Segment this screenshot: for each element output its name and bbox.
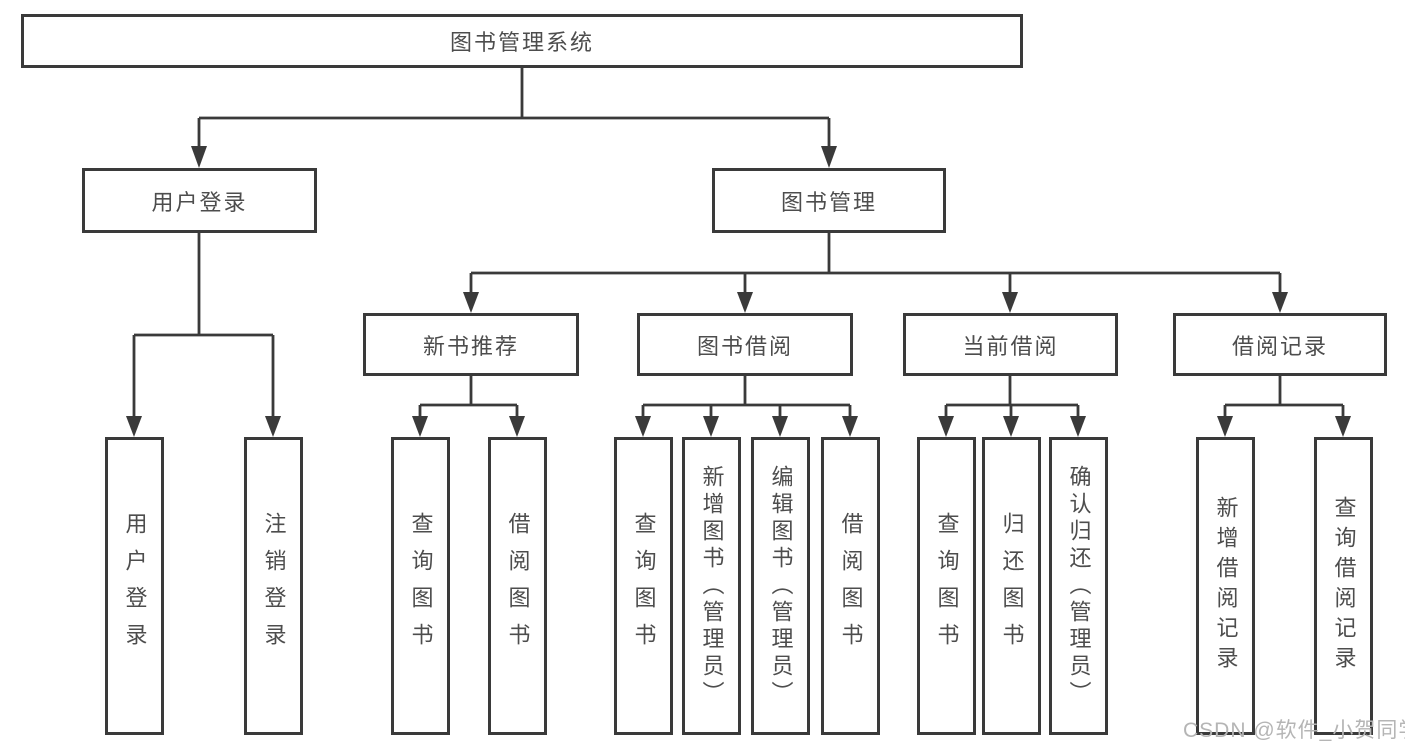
arrowhead <box>1335 416 1351 437</box>
leaf-label: 借阅图书 <box>505 512 531 660</box>
leaf-label: 查询借阅记录 <box>1331 496 1357 676</box>
arrowhead <box>842 416 858 437</box>
connector-root-to-level2 <box>197 68 831 150</box>
arrowhead <box>412 416 428 437</box>
arrowhead <box>463 292 479 313</box>
connector-book-mgmt-children <box>469 233 1282 295</box>
leaf-label: 新增借阅记录 <box>1213 496 1239 676</box>
arrowheads <box>126 146 1351 437</box>
node-library-management-system: 图书管理系统 <box>21 14 1023 68</box>
leaf-label: 确认归还（管理员） <box>1066 464 1092 708</box>
node-user-login: 用户登录 <box>82 168 317 233</box>
arrowhead <box>703 416 719 437</box>
node-book-borrowing: 图书借阅 <box>637 313 853 376</box>
leaf-add-books-admin: 新增图书（管理员） <box>682 437 741 735</box>
node-label: 图书借阅 <box>696 333 793 359</box>
arrowhead <box>191 146 207 168</box>
connector-borrow-children <box>641 376 852 419</box>
leaf-label: 新增图书（管理员） <box>699 464 725 708</box>
leaf-borrow-books: 借阅图书 <box>821 437 880 735</box>
arrowhead <box>509 416 525 437</box>
arrowhead <box>1070 416 1086 437</box>
node-current-borrowing: 当前借阅 <box>903 313 1118 376</box>
node-label: 新书推荐 <box>422 333 519 359</box>
leaf-label: 编辑图书（管理员） <box>768 464 794 708</box>
arrowhead <box>1003 416 1019 437</box>
connector-user-login-children <box>132 233 275 419</box>
connector-current-children <box>944 376 1080 419</box>
arrowhead <box>772 416 788 437</box>
leaf-query-borrow-record: 查询借阅记录 <box>1314 437 1373 735</box>
leaf-label: 查询图书 <box>631 512 657 660</box>
leaf-return-books: 归还图书 <box>982 437 1041 735</box>
node-label: 用户登录 <box>151 189 248 215</box>
leaf-confirm-return-admin: 确认归还（管理员） <box>1049 437 1108 735</box>
leaf-user-login: 用户登录 <box>105 437 164 735</box>
arrowhead <box>1272 292 1288 313</box>
leaf-label: 用户登录 <box>122 512 148 660</box>
node-new-book-recommend: 新书推荐 <box>363 313 579 376</box>
leaf-borrow-books-recommend: 借阅图书 <box>488 437 547 735</box>
arrowhead <box>1217 416 1233 437</box>
leaf-label: 归还图书 <box>999 512 1025 660</box>
node-label: 当前借阅 <box>962 333 1059 359</box>
leaf-label: 借阅图书 <box>838 512 864 660</box>
arrowhead <box>265 416 281 437</box>
node-book-management: 图书管理 <box>712 168 946 233</box>
arrowhead <box>938 416 954 437</box>
connector-records-children <box>1223 376 1345 419</box>
node-label: 图书管理系统 <box>449 30 594 55</box>
arrowhead <box>126 416 142 437</box>
leaf-edit-books-admin: 编辑图书（管理员） <box>751 437 810 735</box>
arrowhead <box>737 292 753 313</box>
leaf-label: 注销登录 <box>261 512 287 660</box>
leaf-logout: 注销登录 <box>244 437 303 735</box>
arrowhead <box>821 146 837 168</box>
node-borrowing-records: 借阅记录 <box>1173 313 1387 376</box>
leaf-add-borrow-record: 新增借阅记录 <box>1196 437 1255 735</box>
leaf-query-books-recommend: 查询图书 <box>391 437 450 735</box>
node-label: 图书管理 <box>780 189 877 215</box>
leaf-query-books-borrow: 查询图书 <box>614 437 673 735</box>
csdn-watermark: CSDN @软件_小贺同学 <box>1183 719 1405 742</box>
leaf-label: 查询图书 <box>408 512 434 660</box>
leaf-query-books-current: 查询图书 <box>917 437 976 735</box>
node-label: 借阅记录 <box>1231 333 1328 359</box>
connector-new-books-children <box>418 376 519 419</box>
arrowhead <box>1002 292 1018 313</box>
leaf-label: 查询图书 <box>934 512 960 660</box>
arrowhead <box>635 416 651 437</box>
